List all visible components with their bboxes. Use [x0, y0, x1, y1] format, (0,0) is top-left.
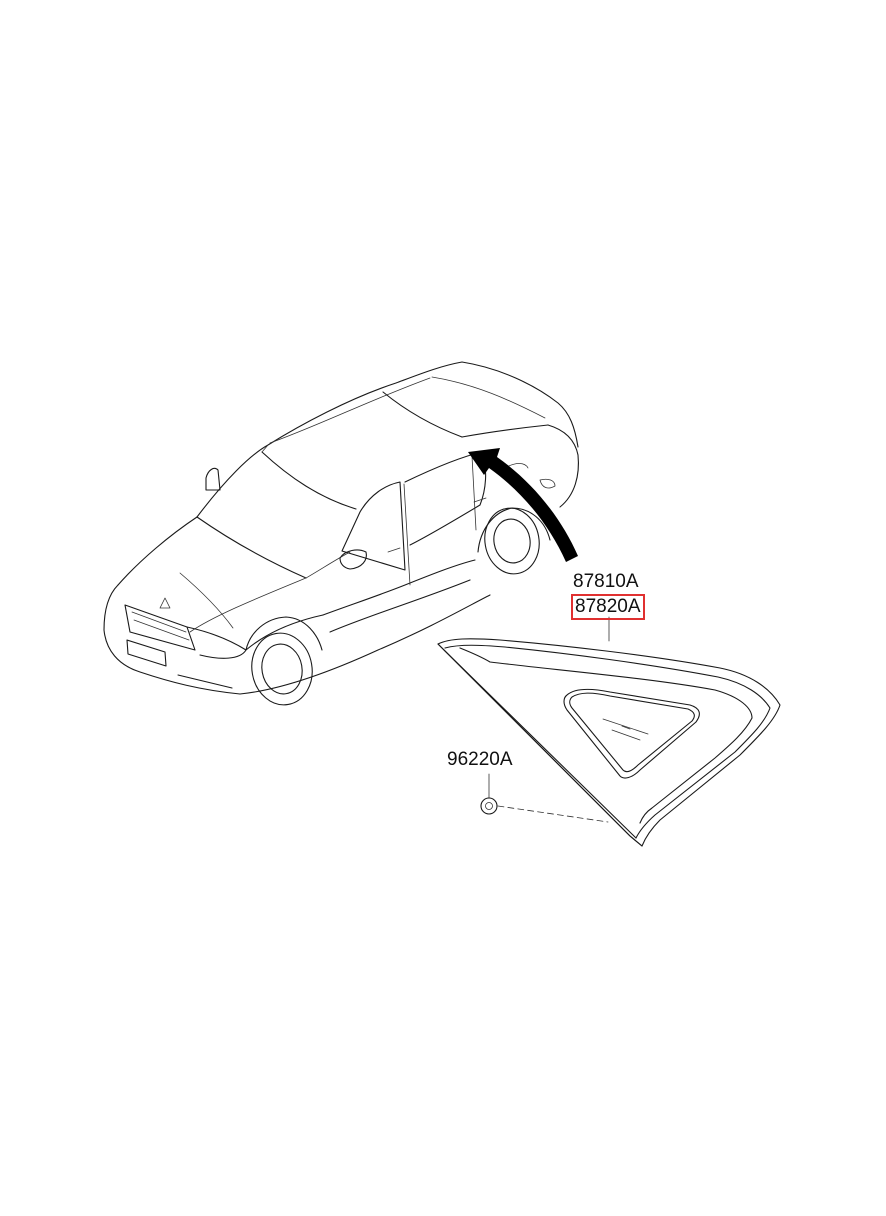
part-number-96220a[interactable]: 96220A	[447, 749, 513, 770]
clip-fastener	[480, 773, 609, 823]
part-number-87820a-highlighted[interactable]: 87820A	[571, 594, 645, 620]
part-number-87810a[interactable]: 87810A	[573, 571, 639, 592]
location-arrow	[468, 448, 578, 562]
quarter-glass-panel	[437, 638, 781, 847]
sedan-car-illustration	[103, 361, 579, 706]
clip-dashed-line	[497, 805, 609, 823]
